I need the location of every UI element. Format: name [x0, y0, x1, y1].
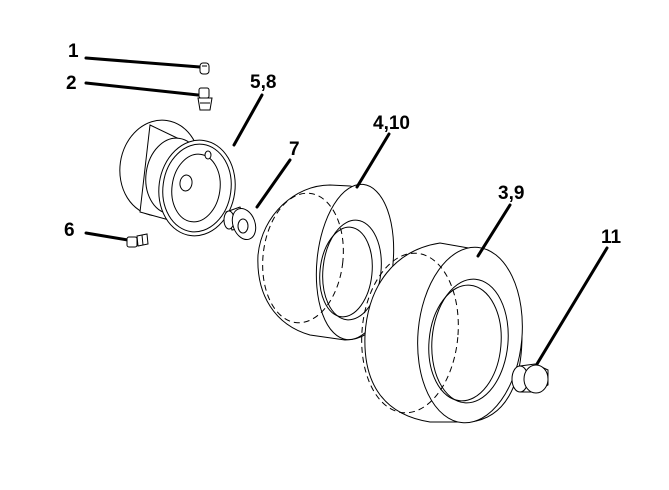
callout-2: 2	[66, 73, 77, 94]
callout-5-8: 5,8	[250, 72, 276, 93]
callout-3-9: 3,9	[498, 183, 524, 204]
cap-part	[511, 246, 609, 394]
valve-cap-part	[84, 56, 210, 75]
fitting-part	[84, 231, 149, 248]
callout-7: 7	[289, 139, 300, 160]
bushing-part	[223, 158, 292, 240]
callout-4-10: 4,10	[373, 113, 410, 134]
callout-1: 1	[68, 41, 79, 62]
callout-6: 6	[64, 220, 75, 241]
rear-tire-part	[361, 203, 523, 424]
rim-part	[119, 93, 264, 237]
valve-stem-part	[84, 81, 213, 111]
callout-11: 11	[601, 227, 622, 248]
